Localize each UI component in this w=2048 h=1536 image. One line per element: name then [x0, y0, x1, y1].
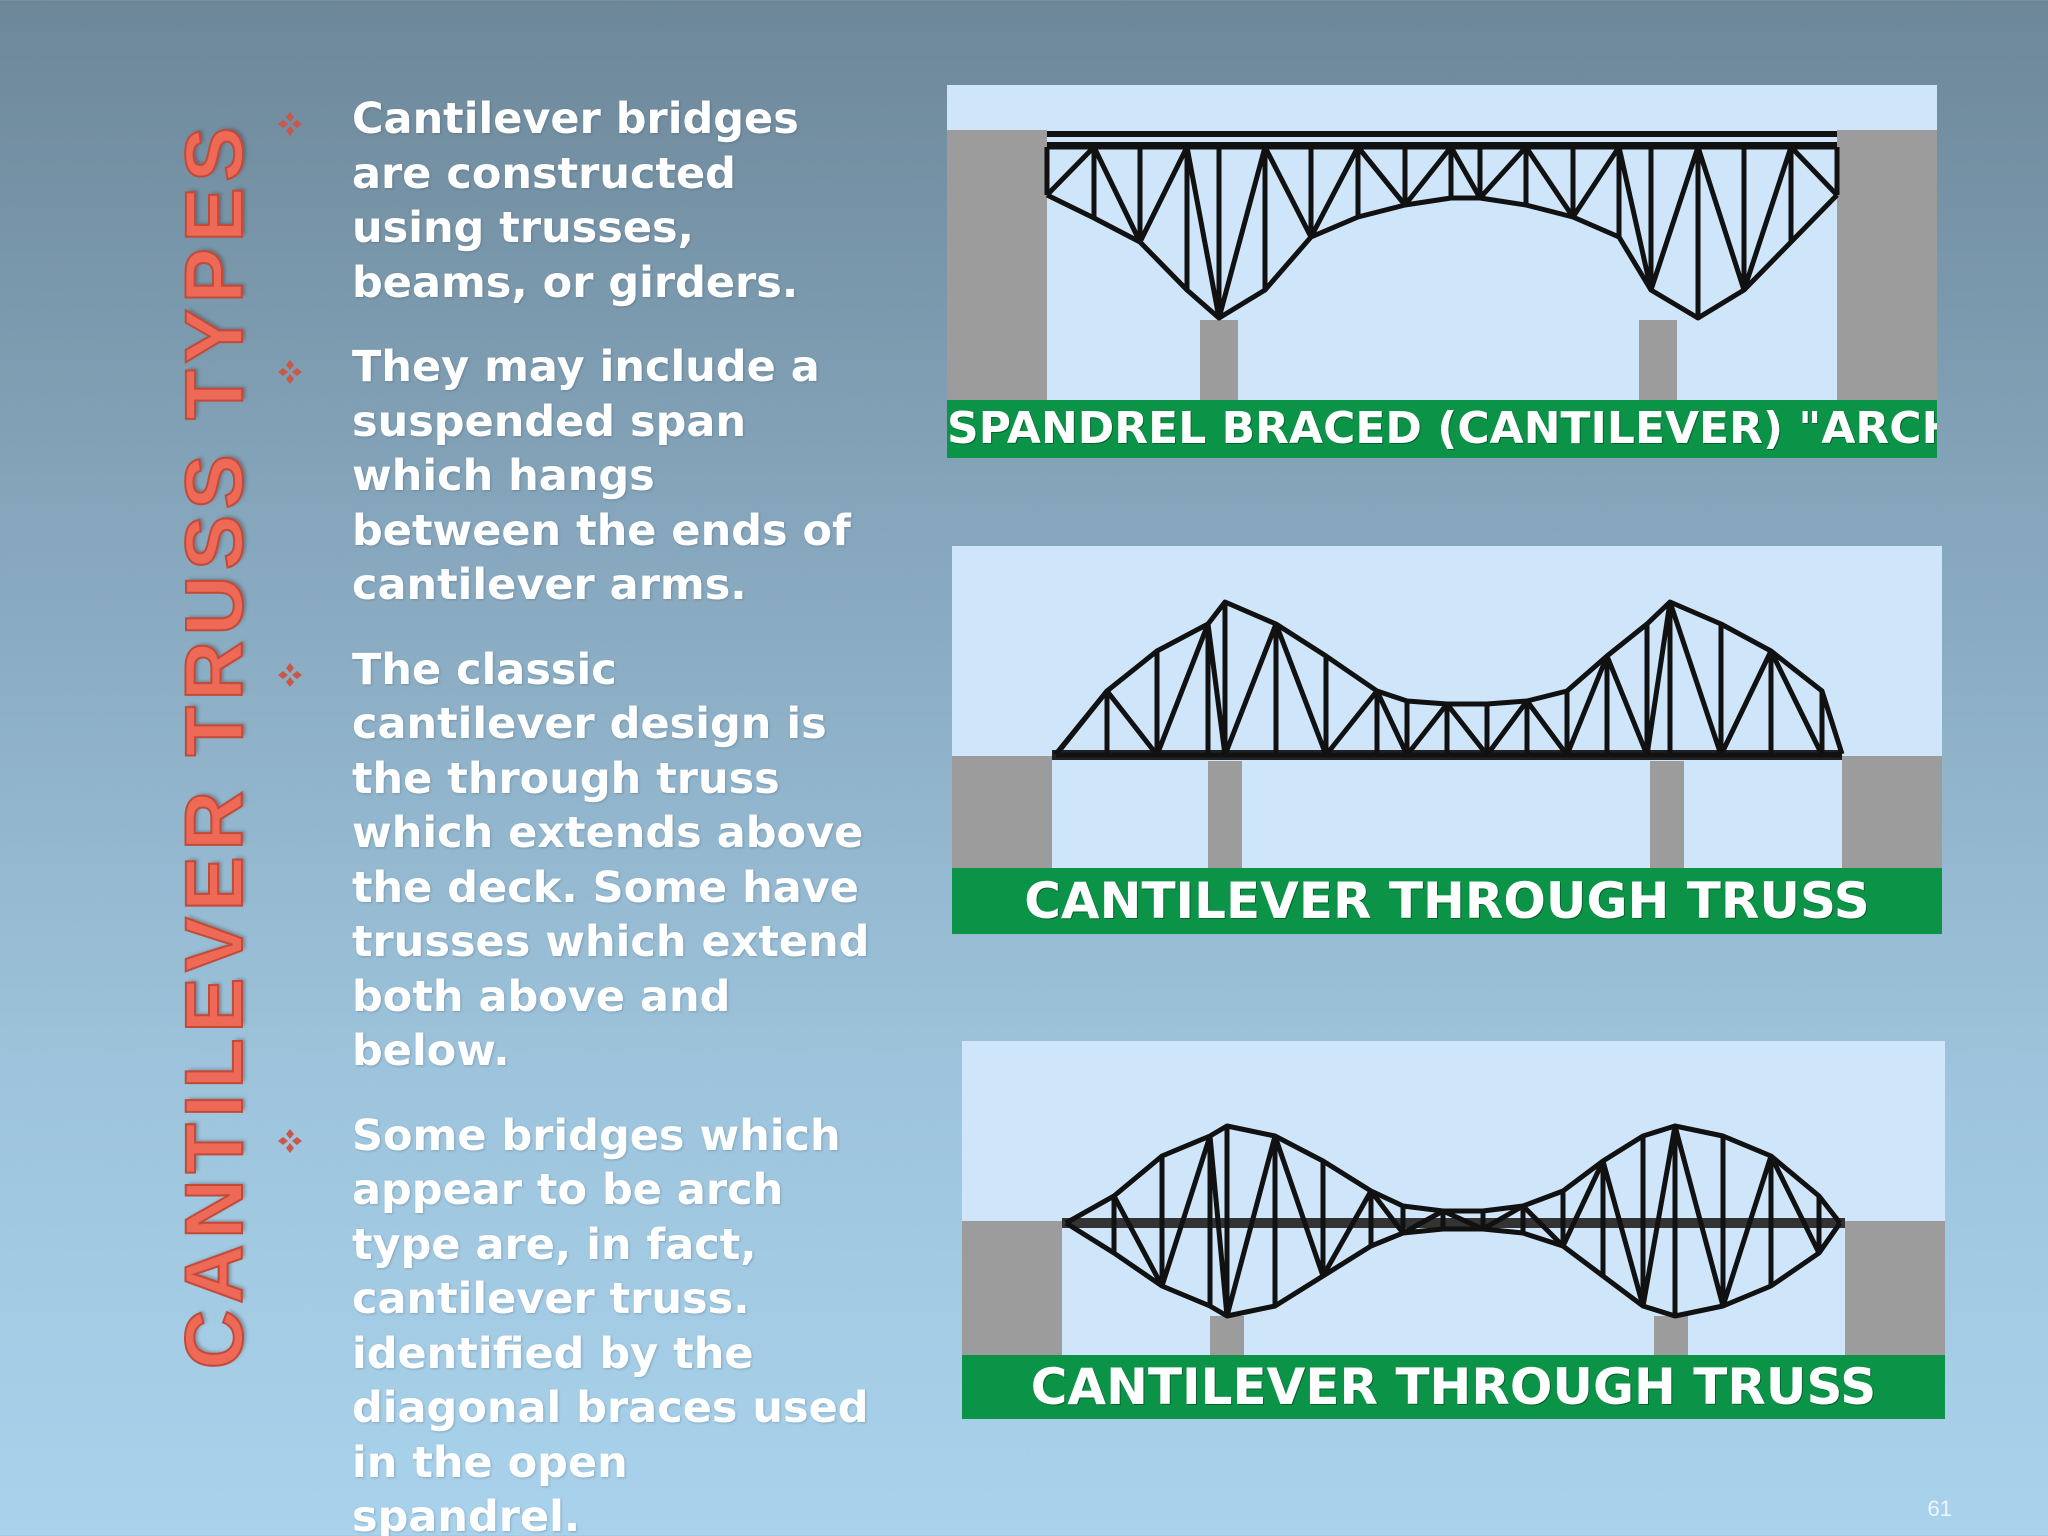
cantilever-double-truss-diagram: CANTILEVER THROUGH TRUSS	[962, 1041, 1945, 1419]
bullet-list: Cantilever bridges are constructed using…	[270, 92, 870, 1536]
truss-member	[1616, 146, 1654, 291]
truss-member	[1640, 1125, 1678, 1307]
truss-member	[1720, 1155, 1774, 1307]
spandrel-braced-arch-diagram: SPANDREL BRACED (CANTILEVER) "ARCH"	[947, 85, 1937, 458]
truss-member	[1403, 145, 1453, 207]
bullet-item: Some bridges which appear to be arch typ…	[270, 1109, 870, 1536]
truss-member	[1111, 1194, 1165, 1288]
truss-member	[1374, 689, 1410, 757]
truss-member	[1205, 623, 1228, 756]
truss-member	[1524, 699, 1570, 757]
truss-member	[1448, 145, 1483, 200]
truss-member	[1768, 649, 1825, 757]
bullet-text: Cantilever bridges are constructed using…	[352, 94, 799, 308]
truss-member	[1216, 146, 1268, 319]
truss-member	[1105, 689, 1159, 757]
truss-member	[1064, 1193, 1116, 1226]
four-diamond-bullet-icon	[276, 358, 304, 386]
truss-member	[1324, 689, 1379, 757]
truss-member	[1741, 146, 1794, 291]
truss-member	[1159, 1135, 1213, 1287]
truss-member	[1648, 146, 1701, 291]
figure-caption: CANTILEVER THROUGH TRUSS	[952, 868, 1942, 934]
four-diamond-bullet-icon	[276, 110, 304, 138]
figure-caption: SPANDREL BRACED (CANTILEVER) "ARCH"	[947, 400, 1937, 458]
page-number: 61	[1927, 1496, 1952, 1521]
truss-member	[1521, 1204, 1565, 1248]
truss-member	[1816, 1221, 1843, 1255]
bullet-item: Cantilever bridges are constructed using…	[270, 92, 870, 310]
bullet-item: The classic cantilever design is the thr…	[270, 643, 870, 1079]
double-truss-bridge-illustration	[962, 1123, 1945, 1355]
truss-member	[1184, 146, 1222, 319]
truss-member	[1667, 601, 1724, 756]
truss-member	[1570, 145, 1622, 219]
bullet-text: Some bridges which appear to be arch typ…	[352, 1110, 869, 1536]
truss-member	[1481, 1203, 1525, 1232]
top-chord	[1054, 599, 1845, 756]
truss-member	[1768, 1154, 1822, 1255]
bullet-text: The classic cantilever design is the thr…	[352, 644, 870, 1077]
truss-member	[1401, 1208, 1445, 1236]
truss-member	[1308, 145, 1361, 239]
truss-member	[1273, 623, 1329, 756]
truss-member	[1523, 145, 1576, 219]
truss-member	[1272, 1135, 1326, 1277]
truss-member	[1560, 1159, 1606, 1248]
truss-member	[1604, 655, 1650, 756]
truss-member	[1405, 702, 1449, 757]
truss-member	[1045, 145, 1096, 197]
truss-member	[1445, 702, 1489, 757]
cantilever-through-truss-diagram: CANTILEVER THROUGH TRUSS	[952, 546, 1942, 934]
truss-member	[1644, 601, 1673, 756]
truss-member	[1262, 145, 1314, 239]
truss-member	[1718, 649, 1774, 757]
bullet-text: They may include a suspended span which …	[352, 342, 851, 610]
truss-member	[1564, 655, 1610, 756]
truss-member	[1821, 751, 1843, 758]
truss-member	[1369, 1189, 1405, 1235]
truss-member	[1478, 145, 1528, 200]
four-diamond-bullet-icon	[276, 661, 304, 689]
truss-member	[1356, 145, 1407, 207]
four-diamond-bullet-icon	[276, 1127, 304, 1155]
through-truss-bridge-illustration	[952, 599, 1942, 868]
figure-caption: CANTILEVER THROUGH TRUSS	[962, 1355, 1945, 1419]
truss-member	[1224, 1135, 1278, 1317]
top-chord	[1064, 1123, 1842, 1226]
bottom-chord	[1064, 1220, 1843, 1319]
truss-member	[1320, 1189, 1374, 1278]
truss-member	[1091, 145, 1143, 244]
spandrel-arch-bridge-illustration	[947, 130, 1937, 400]
truss-member	[1154, 623, 1211, 756]
truss-member	[1207, 1135, 1230, 1317]
truss-member	[1054, 689, 1109, 757]
truss-member	[1441, 1208, 1485, 1232]
truss-member	[1484, 699, 1530, 757]
truss-member	[1600, 1160, 1646, 1307]
truss-member	[1137, 145, 1190, 244]
truss-member	[1695, 146, 1747, 291]
slide-title: CANTILEVER TRUSS TYPES	[168, 120, 261, 1370]
truss-member	[1789, 145, 1839, 197]
truss-member	[1672, 1125, 1726, 1307]
truss-member	[1222, 623, 1279, 756]
bullet-item: They may include a suspended span which …	[270, 340, 870, 613]
